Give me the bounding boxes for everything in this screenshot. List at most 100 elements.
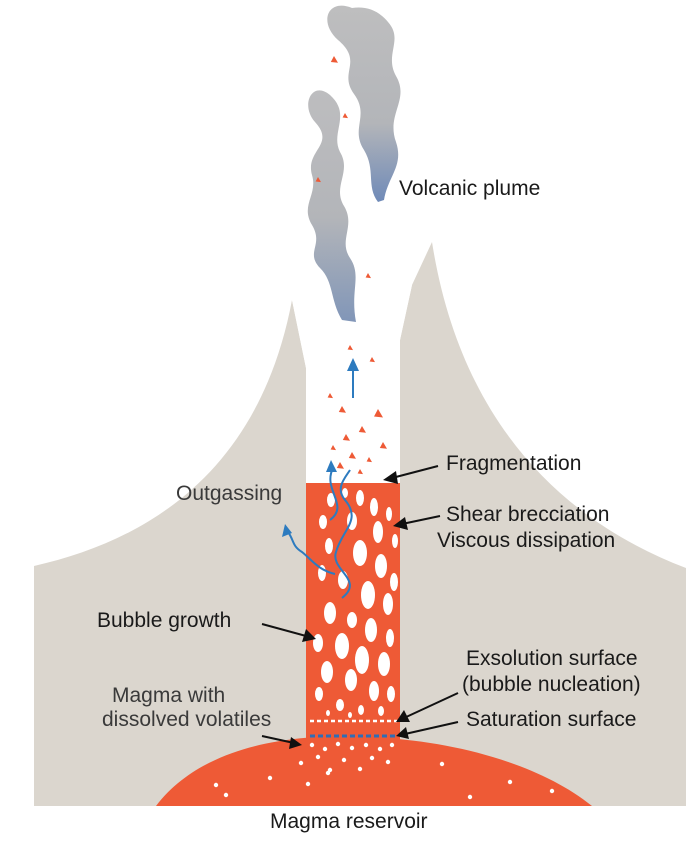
gas-bubble	[365, 618, 377, 642]
gas-bubble	[383, 593, 393, 615]
gas-bubble	[327, 493, 335, 507]
volatile-dot	[549, 788, 555, 794]
saturation-leader	[404, 721, 459, 735]
bubble-growth-arrowhead	[302, 629, 316, 642]
label-volcanic-plume: Volcanic plume	[399, 177, 540, 200]
gas-bubble	[375, 554, 387, 578]
fragmentation-leader	[391, 465, 439, 479]
gas-bubble	[348, 712, 352, 718]
volatile-dot	[369, 755, 375, 761]
shear-leader	[401, 515, 441, 525]
volatile-dot	[315, 754, 321, 760]
gas-bubble	[326, 710, 330, 716]
volatile-dot	[298, 760, 304, 766]
pyroclast	[365, 273, 371, 279]
gas-bubble	[369, 681, 379, 701]
volatile-dot	[349, 745, 355, 751]
pyroclast	[330, 445, 336, 451]
pyroclast	[374, 409, 383, 418]
pyroclast	[366, 457, 372, 463]
gas-bubble	[361, 581, 375, 609]
label-outgassing: Outgassing	[176, 482, 282, 505]
plume-column-right	[327, 5, 401, 203]
pyroclast	[358, 426, 366, 433]
label-dissolved-volatiles: dissolved volatiles	[102, 708, 271, 731]
gas-bubble	[345, 669, 357, 691]
gas-path-lower	[334, 469, 353, 599]
gas-bubble	[373, 521, 383, 543]
label-exsolution-surface: Exsolution surface	[466, 647, 638, 670]
volatile-dot	[341, 757, 347, 763]
gas-bubble	[347, 612, 357, 628]
magma-with-arrowhead	[289, 737, 302, 749]
volatile-dot	[267, 775, 273, 781]
pyroclast	[338, 406, 346, 413]
gas-bubble	[392, 534, 398, 548]
gas-bubble	[324, 602, 336, 624]
gas-bubble	[315, 687, 323, 701]
leader-lines	[261, 465, 459, 744]
volatile-dot	[363, 742, 369, 748]
gas-bubble	[338, 571, 348, 589]
exsolution-arrowhead	[396, 710, 410, 722]
gas-bubble	[313, 634, 323, 652]
arrowheads	[282, 358, 359, 537]
gas-bubble	[321, 661, 333, 683]
gas-bubble	[353, 540, 367, 566]
outgassing-path	[287, 531, 336, 575]
label-fragmentation: Fragmentation	[446, 452, 581, 475]
gas-bubble	[390, 573, 398, 591]
gas-bubble	[356, 490, 364, 506]
plume-column-left	[307, 90, 356, 322]
label-viscous-dissipation: Viscous dissipation	[437, 529, 615, 552]
bubble-growth-leader	[261, 623, 307, 637]
pyroclast	[369, 357, 375, 363]
gas-bubble	[319, 515, 327, 529]
pyroclast	[327, 393, 333, 399]
magma-with-leader	[261, 735, 295, 744]
gas-bubble	[342, 488, 348, 498]
volatile-dot	[325, 770, 331, 776]
gas-bubble	[386, 507, 392, 521]
leader-arrowheads	[289, 471, 410, 749]
gas-bubble	[355, 646, 369, 674]
gas-bubble	[370, 498, 378, 516]
volatile-dot	[439, 761, 445, 767]
gas-bubble	[325, 538, 333, 554]
label-shear-brecciation: Shear brecciation	[446, 503, 609, 526]
pyroclast	[348, 452, 356, 459]
pyroclast	[315, 177, 321, 183]
volatile-dot	[335, 741, 341, 747]
label-magma-with: Magma with	[112, 684, 225, 707]
gas-bubble	[378, 652, 390, 676]
volatile-dot	[309, 742, 315, 748]
label-saturation-surface: Saturation surface	[466, 708, 636, 731]
fragmentation-arrowhead	[383, 471, 398, 484]
volatile-dot	[322, 746, 328, 752]
pyroclast-fragments	[315, 56, 387, 475]
volatile-dot	[389, 742, 395, 748]
gas-bubble	[387, 686, 395, 702]
gas-bubbles	[313, 488, 398, 718]
shear-arrowhead	[393, 517, 408, 530]
pyroclast	[330, 56, 338, 63]
gas-path-upper	[329, 467, 339, 521]
dissolved-volatiles-dots	[213, 741, 555, 800]
gas-arrowhead	[326, 460, 337, 472]
label-magma-reservoir: Magma reservoir	[270, 810, 428, 833]
pyroclast	[336, 462, 344, 469]
outgassing-arrowhead	[282, 524, 292, 537]
saturation-arrowhead	[396, 727, 409, 739]
pyroclast	[357, 469, 363, 475]
exsolution-leader	[403, 692, 459, 719]
pyroclast	[342, 434, 350, 441]
gas-bubble	[378, 706, 384, 716]
volatile-dot	[385, 759, 391, 765]
label-bubble-growth: Bubble growth	[97, 609, 231, 632]
volatile-dot	[357, 766, 363, 772]
gas-bubble	[335, 633, 349, 659]
magma-reservoir	[156, 736, 592, 806]
volatile-dot	[377, 746, 383, 752]
